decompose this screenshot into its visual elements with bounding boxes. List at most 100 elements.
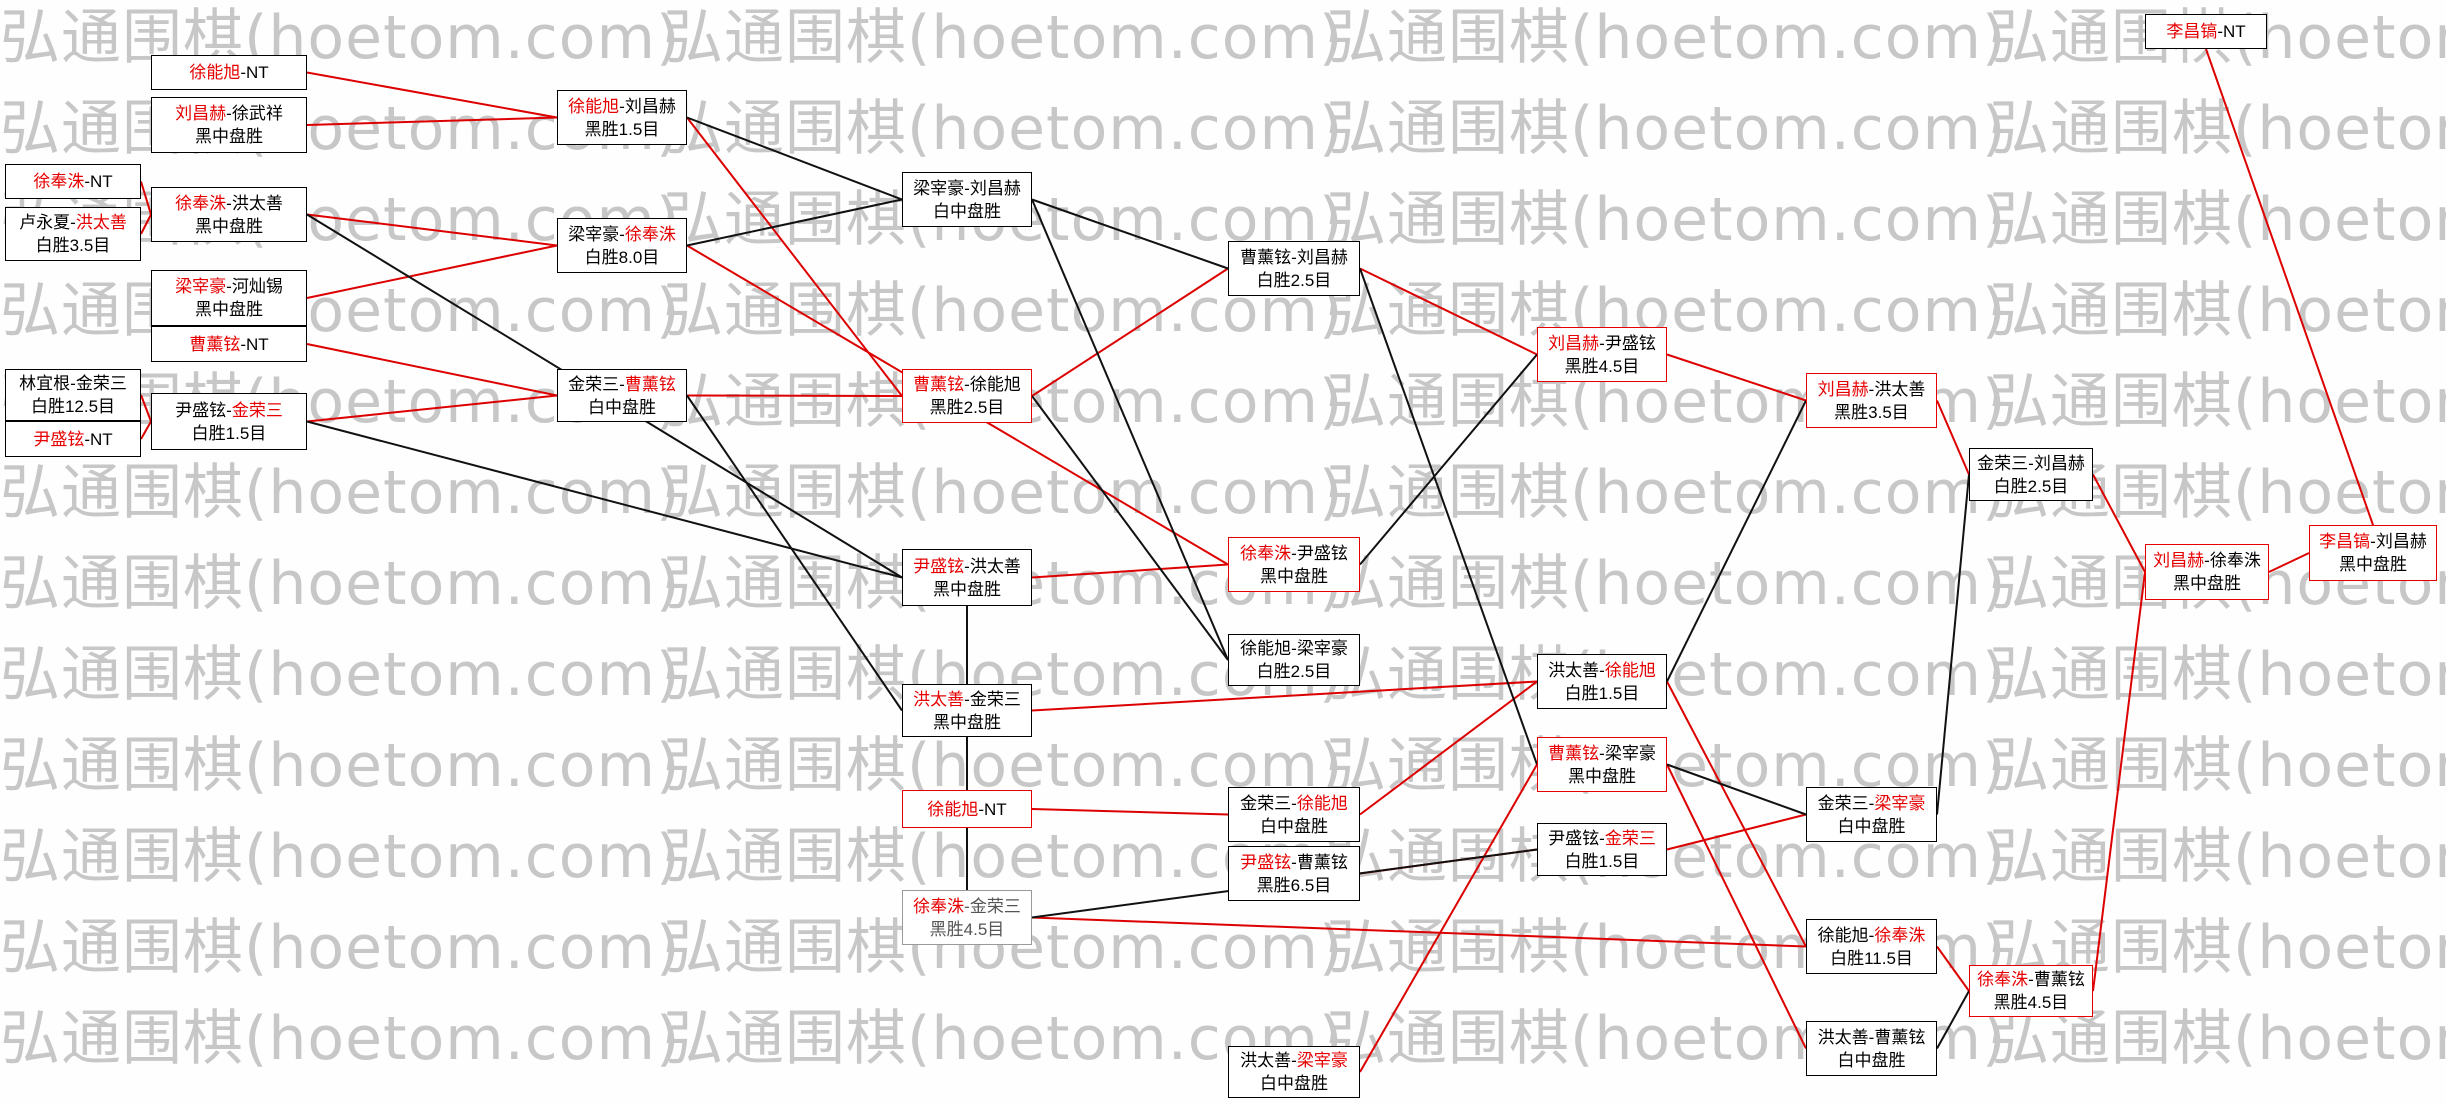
- match-text-line: 黑胜4.5目: [930, 918, 1005, 941]
- match-text: 白胜8.0目: [584, 247, 660, 267]
- match-text: 黑胜4.5目: [1564, 356, 1640, 376]
- connector-line-C2-D1: [686, 198, 903, 247]
- match-text-line: 徐能旭-NT: [189, 61, 268, 84]
- match-text: 梁宰豪-刘昌赫: [913, 178, 1021, 198]
- connector-line-D6-G3: [1031, 916, 1807, 948]
- match-text-line: 金荣三-刘昌赫: [1977, 452, 2085, 475]
- connector-line-I1-J1: [2205, 48, 2374, 526]
- connector-line-F3-G4: [1666, 764, 1807, 1049]
- match-text: 黑中盘胜: [1260, 566, 1328, 586]
- match-text-line: 白中盘胜: [1838, 815, 1906, 838]
- player-name-red: 金荣三: [1604, 828, 1656, 848]
- match-text-line: 黑胜4.5目: [1565, 355, 1640, 378]
- match-text: 白胜11.5目: [1830, 948, 1913, 968]
- player-name-red: 徐奉洙: [175, 193, 227, 213]
- match-text: 徐能旭-: [1817, 925, 1875, 945]
- match-box-G4: 洪太善-曹薰铉白中盘胜: [1806, 1021, 1937, 1076]
- match-text-line: 徐奉洙-NT: [33, 170, 112, 193]
- match-box-A1: 徐奉洙-NT: [5, 164, 141, 199]
- match-text-line: 刘昌赫-徐武祥: [175, 102, 283, 125]
- match-text: 曹薰铉-刘昌赫: [1240, 247, 1348, 267]
- match-text-line: 梁宰豪-河灿锡: [175, 275, 283, 298]
- connector-line-G2-H1: [1936, 474, 1970, 815]
- player-name-red: 徐奉洙: [913, 896, 965, 916]
- match-box-D3: 尹盛铉-洪太善黑中盘胜: [902, 549, 1032, 606]
- match-box-I1: 李昌镐-NT: [2145, 14, 2267, 49]
- match-text: 白中盘胜: [933, 201, 1001, 221]
- match-text-line: 徐能旭-梁宰豪: [1240, 637, 1348, 660]
- match-text: 白胜1.5目: [1564, 683, 1640, 703]
- match-text: 白胜1.5目: [191, 423, 267, 443]
- player-name-red: 徐能旭: [1604, 660, 1656, 680]
- match-text-line: 曹薰铉-刘昌赫: [1240, 246, 1348, 269]
- connector-line-B5-C3: [306, 343, 558, 397]
- match-text: -曹薰铉: [1291, 852, 1348, 872]
- match-text-line: 白胜2.5目: [1994, 475, 2069, 498]
- match-text-line: 白胜12.5目: [31, 395, 115, 418]
- match-text: -徐能旭: [964, 375, 1021, 394]
- match-text: 黑中盘胜: [2339, 555, 2407, 574]
- connector-line-E1-F3: [1359, 268, 1538, 765]
- connector-line-F2-G3: [1666, 681, 1807, 947]
- match-text-line: 洪太善-徐能旭: [1548, 659, 1656, 682]
- match-text: 尹盛铉-: [1548, 828, 1605, 848]
- match-text: 黑胜6.5目: [1256, 875, 1332, 895]
- match-box-F4: 尹盛铉-金荣三白胜1.5目: [1537, 823, 1667, 876]
- connector-line-A3-B6: [140, 394, 152, 422]
- match-box-H1: 金荣三-刘昌赫白胜2.5目: [1969, 448, 2093, 501]
- match-text: 黑胜3.5目: [1834, 402, 1909, 422]
- match-box-D1: 梁宰豪-刘昌赫白中盘胜: [902, 172, 1032, 227]
- match-box-F2: 洪太善-徐能旭白胜1.5目: [1537, 654, 1667, 709]
- match-text: 金荣三-: [568, 374, 625, 394]
- match-box-A3: 林宜根-金荣三白胜12.5目: [5, 369, 141, 421]
- match-box-F3: 曹薰铉-梁宰豪黑中盘胜: [1537, 737, 1667, 792]
- match-text-line: 金荣三-曹薰铉: [568, 373, 676, 396]
- match-text-line: 徐能旭-徐奉洙: [1818, 924, 1926, 947]
- match-text: 白中盘胜: [1837, 816, 1906, 836]
- connector-line-B1-C1: [306, 71, 558, 119]
- match-box-B1: 徐能旭-NT: [151, 55, 307, 90]
- match-text-line: 李昌镐-刘昌赫: [2319, 530, 2427, 553]
- match-box-E2: 徐奉洙-尹盛铉黑中盘胜: [1228, 537, 1360, 592]
- match-text: -洪太善: [1868, 379, 1926, 399]
- match-text: -河灿锡: [226, 277, 283, 296]
- match-text: -NT: [84, 172, 113, 191]
- match-text-line: 徐能旭-NT: [927, 798, 1006, 821]
- match-text: 黑胜4.5目: [929, 919, 1005, 939]
- match-text-line: 白胜1.5目: [1565, 682, 1640, 705]
- match-text: -刘昌赫: [619, 96, 676, 116]
- player-name-red: 刘昌赫: [1548, 333, 1600, 353]
- match-text-line: 黑中盘胜: [195, 215, 263, 238]
- match-text-line: 洪太善-梁宰豪: [1240, 1049, 1348, 1072]
- match-box-D4: 洪太善-金荣三黑中盘胜: [902, 684, 1032, 737]
- match-text: 白胜1.5目: [1564, 851, 1640, 871]
- player-name-red: 洪太善: [913, 689, 965, 709]
- player-name-red: 徐奉洙: [1240, 543, 1292, 563]
- match-text: 黑中盘胜: [933, 712, 1001, 732]
- match-text: 白胜2.5目: [1256, 662, 1332, 681]
- match-text-line: 刘昌赫-尹盛铉: [1548, 332, 1656, 355]
- match-text-line: 白胜1.5目: [1565, 850, 1640, 873]
- player-name-red: 徐能旭: [927, 799, 979, 819]
- match-text-line: 金荣三-徐能旭: [1240, 792, 1348, 815]
- match-text: 洪太善-曹薰铉: [1817, 1027, 1926, 1047]
- match-text-line: 尹盛铉-NT: [33, 428, 112, 451]
- connector-line-F3-G2: [1666, 763, 1807, 816]
- match-text: 金荣三-: [1817, 793, 1875, 813]
- match-text: 黑中盘胜: [195, 300, 263, 319]
- match-text-line: 黑胜4.5目: [1994, 991, 2069, 1014]
- match-text-line: 尹盛铉-曹薰铉: [1240, 851, 1348, 874]
- connector-line-C1-D2: [686, 116, 903, 397]
- match-text-line: 金荣三-梁宰豪: [1818, 792, 1926, 815]
- player-name-red: 李昌镐: [2319, 532, 2371, 551]
- connector-line-E1-F1: [1359, 267, 1538, 356]
- match-text: 黑中盘胜: [2173, 574, 2241, 593]
- connector-line-E2-F1: [1359, 353, 1538, 566]
- connector-line-B4-C2: [306, 244, 558, 299]
- connector-line-C3-D4: [686, 394, 903, 712]
- connector-line-G3-H2: [1936, 945, 1970, 992]
- match-box-I2: 刘昌赫-徐奉洙黑中盘胜: [2145, 544, 2269, 600]
- match-text-line: 卢永夏-洪太善: [19, 211, 127, 234]
